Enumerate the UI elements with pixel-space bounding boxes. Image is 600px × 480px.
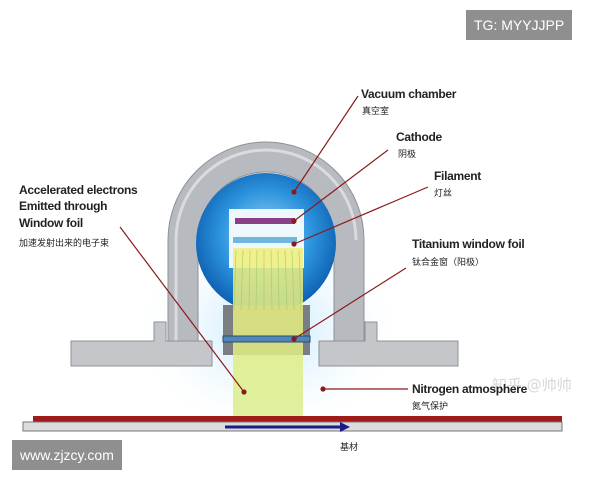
label-substrate-cn: 基材	[340, 443, 359, 453]
filament	[233, 237, 297, 243]
label-titanium-foil: Titanium window foil	[412, 237, 525, 251]
watermark-zhihu: 知乎 @帅帅	[492, 376, 572, 394]
label-nitrogen: Nitrogen atmosphere	[412, 382, 527, 396]
watermark-tg: TG: MYYJJPP	[466, 10, 573, 40]
label-electrons-3: Window foil	[19, 216, 83, 230]
label-electrons-cn: 加速发射出来的电子束	[19, 239, 110, 249]
label-electrons-2: Emitted through	[19, 199, 108, 213]
titanium-window-foil	[222, 335, 311, 343]
housing-arch	[167, 141, 365, 342]
label-electrons-1: Accelerated electrons	[19, 183, 138, 197]
right-flange	[318, 321, 459, 367]
label-nitrogen-cn: 氮气保护	[412, 402, 449, 412]
label-cathode: Cathode	[396, 130, 442, 144]
left-flange	[70, 321, 213, 367]
label-vacuum-chamber: Vacuum chamber	[361, 87, 457, 101]
watermark-site: www.zjzcy.com	[12, 440, 122, 470]
electron-beam	[233, 248, 303, 416]
label-cathode-cn: 阴极	[398, 150, 417, 160]
substrate-red	[33, 416, 562, 422]
label-filament: Filament	[434, 169, 481, 183]
label-vacuum-chamber-cn: 真空室	[362, 107, 390, 117]
label-filament-cn: 灯丝	[434, 189, 453, 199]
cathode	[235, 218, 295, 224]
leader-lines	[119, 95, 429, 395]
label-titanium-foil-cn: 钛合金窗（阳极）	[412, 258, 485, 268]
